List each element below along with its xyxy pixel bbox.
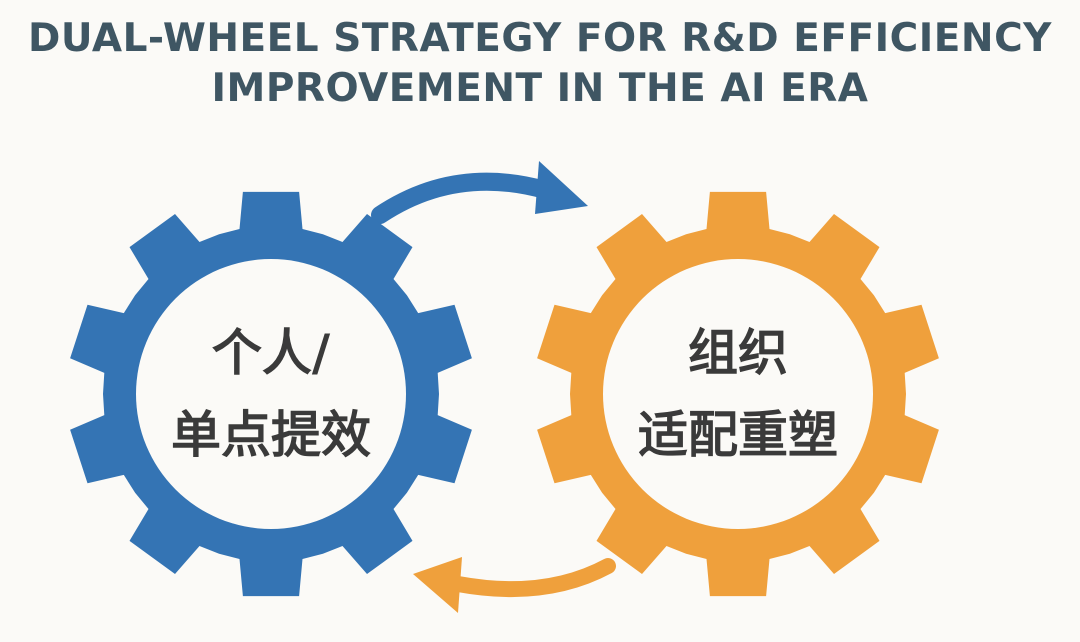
right-gear: 组织 适配重塑 bbox=[537, 191, 939, 597]
left-gear-label-line-1: 个人/ bbox=[212, 324, 331, 382]
left-gear: 个人/ 单点提效 bbox=[70, 191, 472, 597]
top-arrow-shaft bbox=[371, 172, 554, 224]
title-line-2: IMPROVEMENT IN THE AI ERA bbox=[211, 66, 869, 111]
top-arrow-head bbox=[535, 161, 588, 214]
right-gear-label-line-1: 组织 bbox=[688, 324, 788, 382]
bottom-arrow-shaft bbox=[450, 558, 616, 598]
diagram-title: DUAL-WHEEL STRATEGY FOR R&D EFFICIENCY I… bbox=[0, 14, 1080, 114]
title-line-1: DUAL-WHEEL STRATEGY FOR R&D EFFICIENCY bbox=[28, 16, 1052, 61]
bottom-arrow-head bbox=[413, 557, 462, 613]
left-gear-label-line-2: 单点提效 bbox=[171, 406, 371, 464]
left-gear-hole bbox=[136, 259, 406, 529]
right-gear-hole bbox=[603, 259, 873, 529]
right-gear-label-line-2: 适配重塑 bbox=[638, 406, 838, 464]
